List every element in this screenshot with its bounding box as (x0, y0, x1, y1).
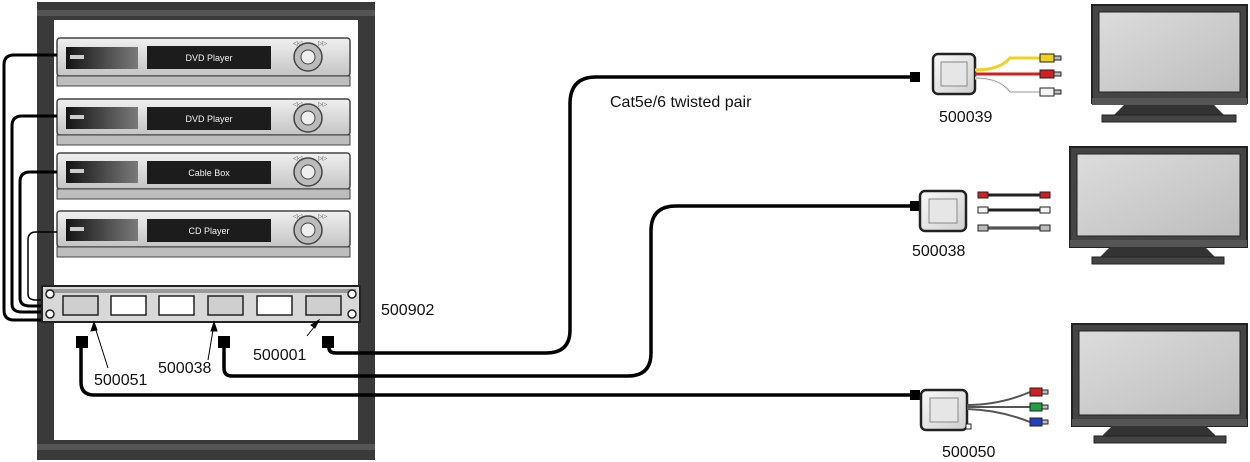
rj45-plug-icon (218, 336, 230, 348)
device-cd-player: CD Player ◁◁ ▷▷ (56, 210, 351, 258)
av-cables-icon (977, 191, 1051, 232)
device-dvd-player-1: DVD Player ◁◁ ▷▷ (56, 37, 351, 87)
monitor-top (1091, 4, 1248, 123)
monitor-middle (1069, 146, 1248, 265)
rj45-plug-icon (322, 336, 334, 348)
callout-arrows (90, 318, 321, 369)
jog-dial-icon: ◁◁ ▷▷ (293, 41, 328, 72)
rack-loop-cables (2, 53, 57, 322)
device-label: DVD Player (185, 114, 232, 124)
jog-dial-icon: ◁◁ ▷▷ (293, 156, 328, 187)
device-dvd-player-2: DVD Player ◁◁ ▷▷ (56, 98, 351, 146)
rj45-connectors (76, 72, 920, 400)
patch-panel-label: 500902 (381, 302, 434, 319)
device-label: Cable Box (188, 168, 230, 178)
panel-slot-4 (207, 295, 244, 316)
twisted-pair-cables (79, 75, 912, 397)
rack-part-label: 500001 (253, 347, 306, 364)
svg-text:◁◁: ◁◁ (293, 41, 303, 47)
rca-cables-icon (974, 56, 1040, 94)
svg-text:◁◁: ◁◁ (293, 102, 303, 108)
receiver-component (918, 189, 1051, 233)
panel-slot-2 (110, 295, 147, 316)
device-label: CD Player (188, 226, 229, 236)
rj45-plug-icon (910, 390, 920, 400)
jog-dial-icon: ◁◁ ▷▷ (293, 102, 328, 133)
jog-dial-icon: ◁◁ ▷▷ (293, 214, 328, 245)
device-label: DVD Player (185, 53, 232, 63)
receiver-part-label: 500038 (912, 243, 965, 260)
panel-slot-5 (256, 295, 293, 316)
svg-text:▷▷: ▷▷ (318, 41, 328, 47)
device-cable-box: Cable Box ◁◁ ▷▷ (56, 152, 351, 200)
svg-text:▷▷: ▷▷ (318, 156, 328, 162)
receiver-part-label: 500050 (942, 444, 995, 461)
rj45-plug-icon (910, 72, 920, 82)
panel-slot-3 (158, 295, 195, 316)
rgb-cables-icon (966, 391, 1031, 423)
svg-text:▷▷: ▷▷ (318, 102, 328, 108)
panel-slot-6 (305, 295, 342, 316)
svg-text:▷▷: ▷▷ (318, 214, 328, 220)
receiver-part-label: 500039 (939, 109, 992, 126)
svg-text:◁◁: ◁◁ (293, 156, 303, 162)
rj45-plug-icon (910, 201, 920, 211)
panel-slot-1 (62, 295, 99, 316)
receiver-composite (931, 52, 1062, 97)
receiver-component-rgb (919, 387, 1049, 432)
svg-text:◁◁: ◁◁ (293, 214, 303, 220)
rj45-plug-icon (76, 336, 88, 348)
rack-part-label: 500051 (94, 372, 147, 389)
cable-type-label: Cat5e/6 twisted pair (610, 94, 752, 111)
rack-part-label: 500038 (158, 360, 211, 377)
patch-panel (41, 285, 361, 323)
monitor-bottom (1071, 323, 1248, 444)
